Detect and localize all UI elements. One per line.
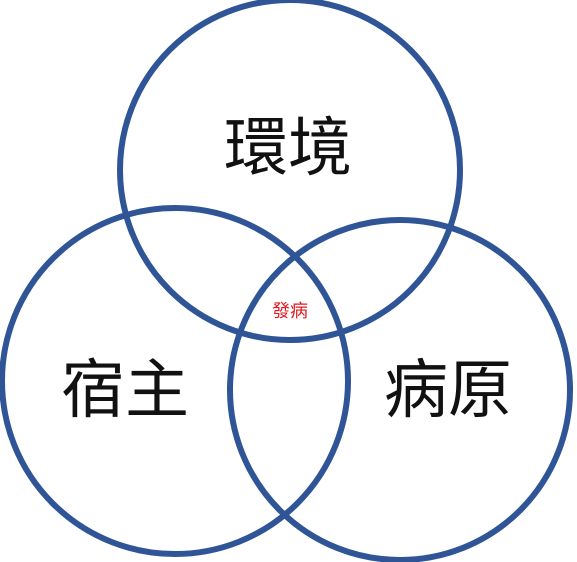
pathogen-circle [227,217,573,562]
pathogen-label: 病原 [384,354,512,428]
environment-circle [117,0,463,343]
host-label: 宿主 [61,354,189,428]
intersection-label: 發病 [272,301,308,322]
host-circle [0,205,351,557]
environment-label: 環境 [224,112,352,186]
